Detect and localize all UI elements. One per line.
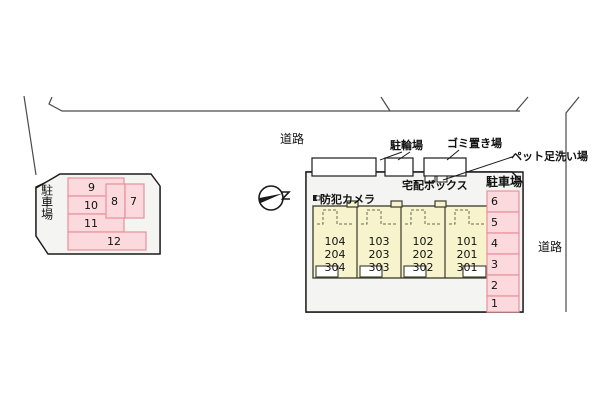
- road-edge-upper-right-bend: [515, 96, 529, 112]
- parking-stall-6[interactable]: [486, 190, 520, 213]
- amenity-leader-lines: [379, 149, 513, 181]
- parking-stall-7[interactable]: [124, 183, 145, 219]
- building-entrances: [315, 265, 487, 278]
- leader-bicycle-left: [379, 151, 403, 161]
- north-arrow-icon: [258, 185, 291, 211]
- left-parking-lot[interactable]: [35, 173, 161, 255]
- main-site-lot[interactable]: [305, 149, 524, 313]
- leader-pet-wash: [442, 156, 513, 181]
- road-edge-right-top: [565, 96, 580, 175]
- parking-stall-2[interactable]: [486, 274, 520, 297]
- amenity-box-garbage-area[interactable]: [423, 157, 467, 177]
- parking-stall-4[interactable]: [486, 232, 520, 255]
- amenity-box-bicycle-parking[interactable]: [311, 157, 377, 177]
- amenity-box-bicycle-parking-2[interactable]: [384, 157, 414, 177]
- building-roof-notches: [346, 200, 447, 208]
- right-parking-column[interactable]: [486, 190, 520, 313]
- building-unit-dividers: [356, 206, 446, 278]
- road-edge-upper: [48, 96, 520, 112]
- leader-garbage: [446, 149, 460, 161]
- apartment-building[interactable]: [312, 195, 490, 279]
- delivery-box-icon-a: [424, 175, 436, 183]
- leader-bicycle-right: [397, 151, 411, 161]
- road-boundaries-top: [23, 95, 580, 176]
- road-edge-upper-notch: [380, 96, 391, 112]
- parking-stall-8[interactable]: [105, 183, 126, 219]
- parking-stall-5[interactable]: [486, 211, 520, 234]
- parking-stall-12[interactable]: [67, 231, 147, 251]
- building-balconies: [317, 209, 485, 225]
- road-edge-left-diagonal: [23, 95, 37, 176]
- parking-stall-3[interactable]: [486, 253, 520, 276]
- road-boundaries-right: [565, 175, 567, 312]
- security-camera-icon: [313, 195, 321, 201]
- parking-stall-1[interactable]: [486, 295, 520, 313]
